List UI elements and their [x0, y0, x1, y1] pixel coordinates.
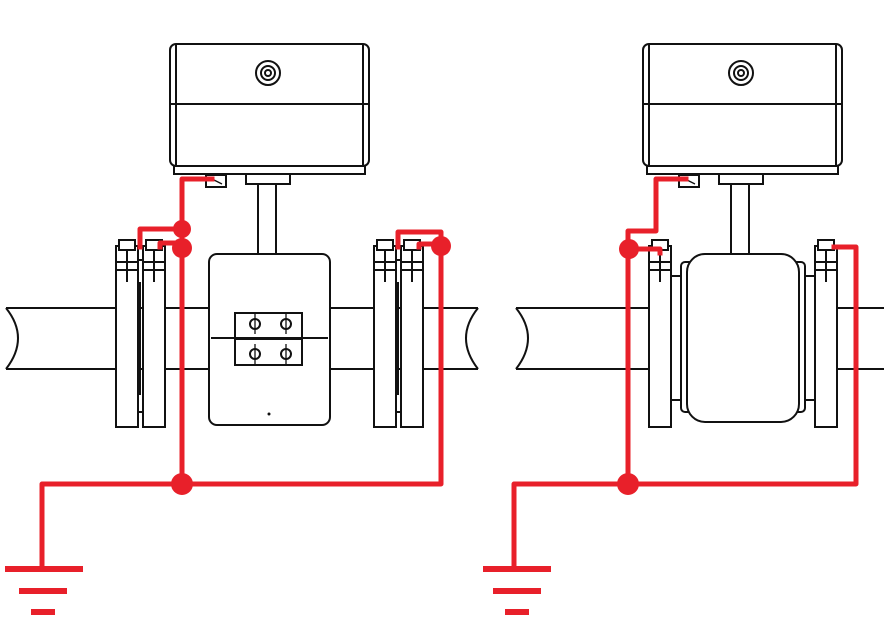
sensor-body-right	[680, 253, 806, 423]
flange-right-outlet	[804, 239, 838, 428]
flange-right-inlet	[648, 239, 682, 428]
flange-pair-left-inlet	[115, 239, 166, 428]
transmitter-housing-left	[169, 43, 370, 188]
cable-gland-icon	[255, 60, 281, 86]
meter-neck-left	[245, 173, 291, 254]
ground-icon	[5, 566, 83, 615]
ground-wire-right	[511, 176, 859, 571]
ground-icon	[483, 566, 551, 615]
flange-bolts-icon	[249, 314, 292, 364]
ground-junction-dots-left	[171, 220, 451, 495]
transmitter-housing-right	[642, 43, 843, 188]
sensor-body-left	[208, 253, 331, 426]
ground-wire-left	[39, 176, 444, 571]
ground-junction-dots-right	[617, 239, 639, 495]
meter-neck-right	[718, 173, 764, 254]
cable-gland-icon	[728, 60, 754, 86]
panel-left-with-ground-rings	[5, 43, 479, 615]
flange-pair-left-outlet	[373, 239, 424, 428]
panel-right-without-ground-rings	[483, 43, 884, 615]
